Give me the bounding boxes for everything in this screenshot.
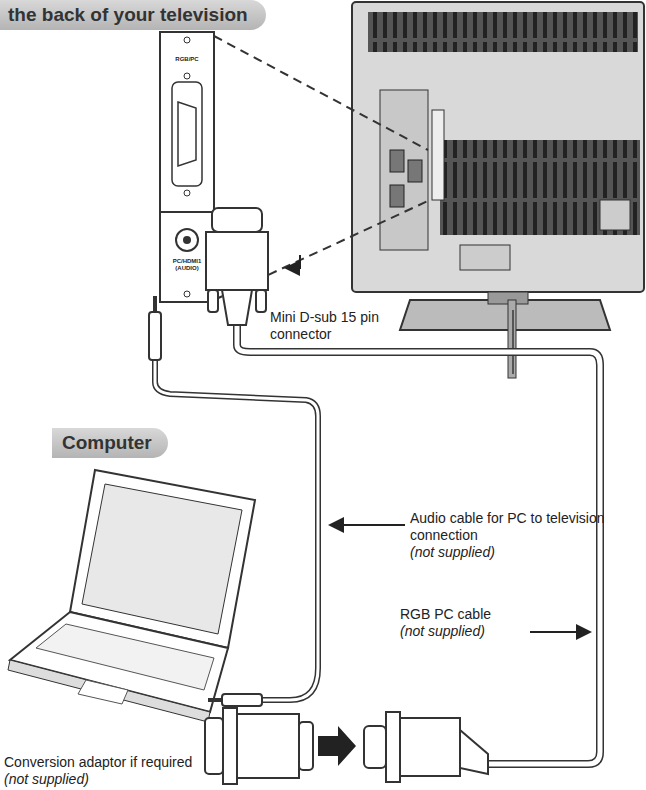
audio-plug xyxy=(208,694,262,706)
callout-label: Conversion adaptor if required xyxy=(4,754,204,771)
fit-arrow xyxy=(318,726,356,766)
section-title: Computer xyxy=(62,432,152,454)
callout-label: RGB PC cable xyxy=(400,606,580,623)
conversion-adaptor xyxy=(205,708,313,784)
callout-label: Audio cable for PC to television connect… xyxy=(410,510,610,544)
television xyxy=(352,2,644,378)
leader-arrow xyxy=(330,524,405,526)
section-banner: Computer xyxy=(52,428,168,458)
zoom-line xyxy=(214,36,428,150)
leader-arrow xyxy=(286,255,300,268)
vga-plug xyxy=(364,712,488,782)
vga-plug xyxy=(206,208,268,325)
note: (not supplied) xyxy=(4,771,204,788)
laptop xyxy=(8,470,255,722)
audio-plug xyxy=(149,296,161,360)
note: (not supplied) xyxy=(400,623,580,640)
port-label: PC/HDMI1 (AUDIO) xyxy=(162,258,212,272)
title: the back of your television xyxy=(8,4,248,26)
title-banner: the back of your television xyxy=(0,0,266,30)
callout-label: Mini D-sub 15 pin connector xyxy=(270,309,400,343)
note: (not supplied) xyxy=(410,544,610,561)
leader-arrow xyxy=(530,631,590,633)
port-label: RGB/PC xyxy=(162,56,212,63)
